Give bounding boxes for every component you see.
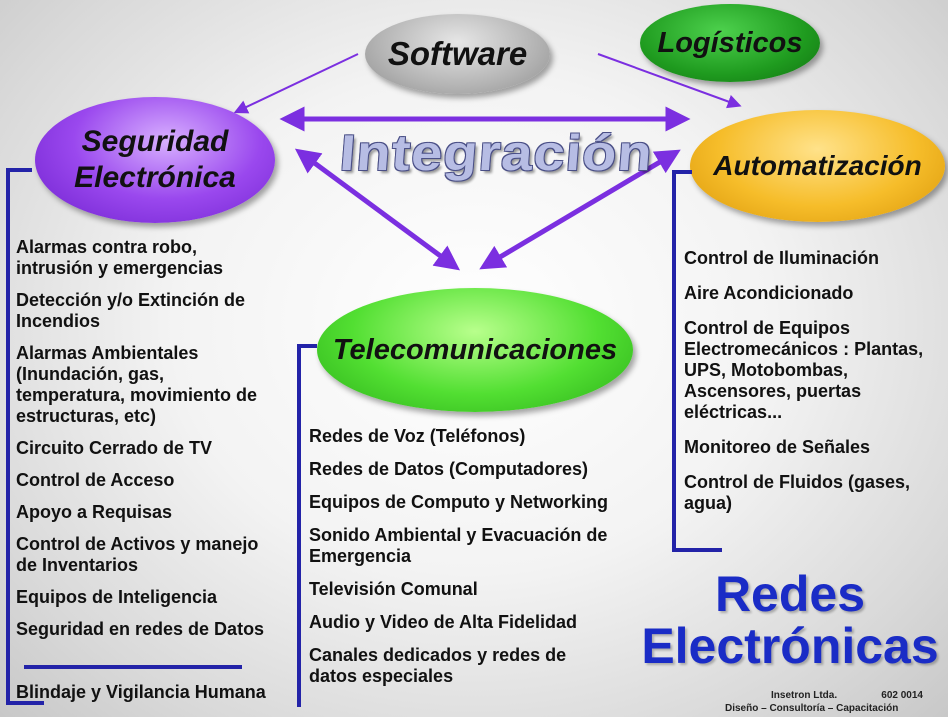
list-item: Canales dedicados y redes de datos espec… (309, 645, 567, 686)
footer-credits: Insetron Ltda. 602 0014 Diseño – Consult… (725, 689, 947, 715)
bracket-automatizacion-bottom (672, 548, 722, 552)
arrow-automatizacion-telecom (479, 149, 681, 270)
list-item: Control de Acceso (16, 470, 175, 490)
footer-row: Insetron Ltda. 602 0014 (725, 689, 947, 702)
bracket-seguridad-bottom (6, 701, 44, 705)
bracket-automatizacion-top (672, 170, 692, 174)
node-automatizacion-label: Automatización (713, 150, 922, 181)
list-item: Detección y/o Extinción de Incendios (16, 290, 246, 331)
list-item: Redes de Datos (Computadores) (309, 459, 589, 479)
node-seguridad-line2: Electrónica (74, 161, 236, 194)
arrow-software-seguridad (233, 53, 359, 114)
node-logisticos-label: Logísticos (657, 26, 803, 59)
node-software: Software (365, 14, 550, 94)
list-item-blindaje: Blindaje y Vigilancia Humana (16, 682, 266, 702)
list-automatizacion: Control de Iluminación Aire Acondicionad… (684, 248, 924, 528)
list-item: Alarmas contra robo, intrusión y emergen… (16, 237, 224, 278)
list-seguridad-electronica: Alarmas contra robo, intrusión y emergen… (16, 237, 278, 651)
list-item: Aire Acondicionado (684, 283, 854, 303)
list-item: Equipos de Inteligencia (16, 587, 218, 607)
list-item: Control de Fluidos (gases, agua) (684, 472, 911, 513)
list-item: Control de Activos y manejo de Inventari… (16, 534, 259, 575)
list-telecomunicaciones: Redes de Voz (Teléfonos) Redes de Datos … (309, 426, 619, 699)
node-seguridad-label: Seguridad Electrónica (74, 124, 236, 196)
bracket-telecom-top (297, 344, 317, 348)
arrow-software-automatizacion (597, 53, 742, 109)
center-title-integracion: Integración (337, 124, 656, 181)
list-item: Seguridad en redes de Datos (16, 619, 265, 639)
bracket-telecom-vertical (297, 344, 301, 707)
list-item: Circuito Cerrado de TV (16, 438, 213, 458)
list-item: Alarmas Ambientales (Inundación, gas, te… (16, 343, 258, 426)
node-seguridad-electronica: Seguridad Electrónica (35, 97, 275, 223)
node-automatizacion: Automatización (690, 110, 945, 222)
footer-phone: 602 0014 (881, 690, 923, 701)
list-item: Control de Iluminación (684, 248, 880, 268)
list-item: Apoyo a Requisas (16, 502, 173, 522)
arrow-seguridad-telecom (294, 148, 461, 271)
list-item: Redes de Voz (Teléfonos) (309, 426, 526, 446)
footer-company: Insetron Ltda. (771, 690, 838, 701)
node-software-label: Software (387, 35, 528, 72)
list-item: Sonido Ambiental y Evacuación de Emergen… (309, 525, 608, 566)
list-item: Control de Equipos Electromecánicos : Pl… (684, 318, 924, 422)
bracket-seguridad-top (6, 168, 32, 172)
separator-line (24, 665, 242, 669)
node-telecomunicaciones: Telecomunicaciones (317, 288, 633, 412)
node-seguridad-line1: Seguridad (81, 125, 229, 158)
big-title-line1: Redes (714, 566, 866, 622)
bracket-automatizacion-vertical (672, 170, 676, 552)
node-logisticos: Logísticos (640, 4, 820, 82)
list-item: Televisión Comunal (309, 579, 478, 599)
list-item: Equipos de Computo y Networking (309, 492, 609, 512)
list-item: Monitoreo de Señales (684, 437, 871, 457)
footer-tagline: Diseño – Consultoría – Capacitación (725, 703, 899, 714)
bracket-seguridad-vertical (6, 168, 10, 705)
node-telecom-label: Telecomunicaciones (332, 333, 618, 366)
big-title-line2: Electrónicas (641, 618, 939, 674)
list-item: Audio y Video de Alta Fidelidad (309, 612, 578, 632)
big-title-redes-electronicas: Redes Electrónicas (640, 568, 940, 672)
